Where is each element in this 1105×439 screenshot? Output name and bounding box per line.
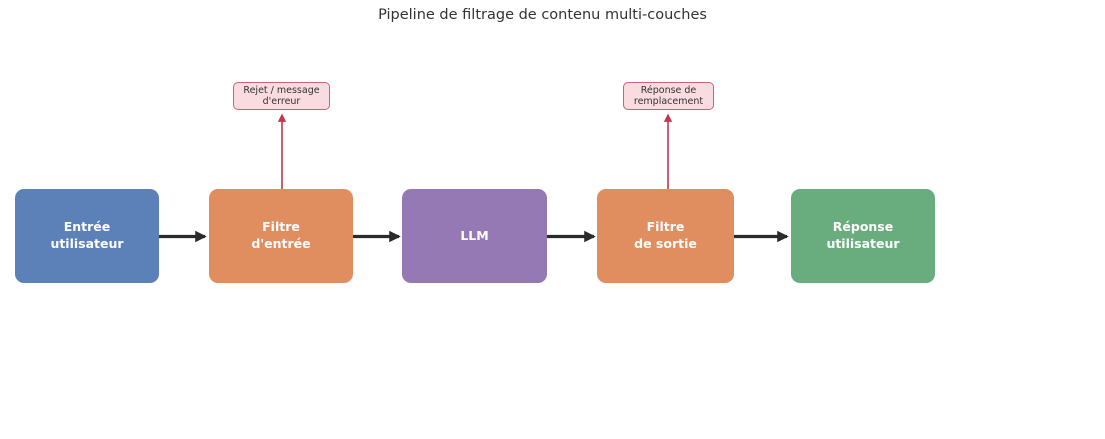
node-entree-utilisateur: Entrée utilisateur	[15, 189, 159, 283]
note-rejet-message-erreur: Rejet / message d'erreur	[233, 82, 330, 110]
node-filtre-sortie: Filtre de sortie	[597, 189, 734, 283]
diagram-title: Pipeline de filtrage de contenu multi-co…	[378, 7, 707, 23]
node-filtre-entree: Filtre d'entrée	[209, 189, 353, 283]
node-llm: LLM	[402, 189, 547, 283]
node-reponse-utilisateur: Réponse utilisateur	[791, 189, 935, 283]
note-reponse-de-remplacement: Réponse de remplacement	[623, 82, 714, 110]
